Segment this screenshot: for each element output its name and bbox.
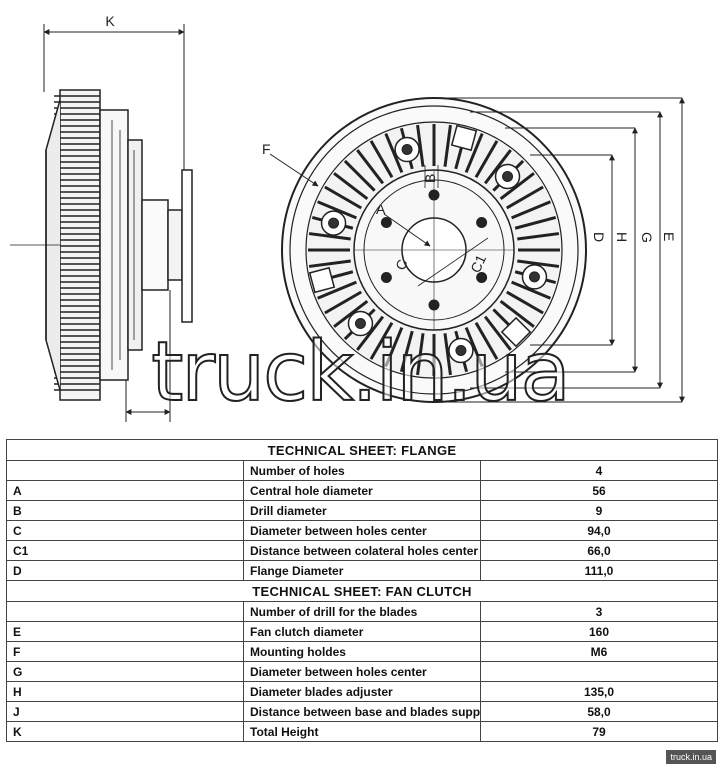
cell-code: C [6, 520, 244, 541]
cell-code: C1 [6, 540, 244, 561]
cell-value: 58,0 [480, 701, 718, 722]
cell-value: 4 [480, 460, 718, 481]
cell-code: A [6, 480, 244, 501]
cell-value: 56 [480, 480, 718, 501]
section-header-fan-clutch: TECHNICAL SHEET: FAN CLUTCH [6, 580, 718, 602]
cell-value: M6 [480, 641, 718, 662]
side-fins [54, 95, 100, 391]
cell-description: Drill diameter [243, 500, 481, 521]
dim-label-c1: C1 [467, 252, 489, 275]
dim-label-b: B [422, 174, 438, 183]
side-view [10, 24, 193, 422]
cell-value: 94,0 [480, 520, 718, 541]
cell-value [480, 661, 718, 682]
cell-description: Flange Diameter [243, 560, 481, 581]
cell-description: Diameter blades adjuster [243, 681, 481, 702]
section-title: TECHNICAL SHEET: FLANGE [6, 439, 718, 461]
cell-description: Diameter between holes center [243, 661, 481, 682]
cell-code: D [6, 560, 244, 581]
dim-label-f: F [262, 141, 271, 157]
dim-label-h: H [614, 232, 630, 242]
cell-description: Central hole diameter [243, 480, 481, 501]
mounting-lugs [308, 124, 548, 364]
cell-description: Mounting holdes [243, 641, 481, 662]
cell-code: K [6, 721, 244, 742]
cell-description: Diameter between holes center [243, 520, 481, 541]
cell-code: B [6, 500, 244, 521]
dim-label-g: G [639, 232, 655, 243]
cell-description: Fan clutch diameter [243, 621, 481, 642]
cell-value: 3 [480, 601, 718, 622]
dim-label-e: E [661, 232, 677, 241]
cell-code: H [6, 681, 244, 702]
section-title: TECHNICAL SHEET: FAN CLUTCH [6, 580, 718, 602]
front-view [269, 97, 685, 403]
site-credit: truck.in.ua [666, 750, 716, 764]
section-header-flange: TECHNICAL SHEET: FLANGE [6, 439, 718, 461]
cell-value: 9 [480, 500, 718, 521]
technical-drawing: K [10, 13, 685, 422]
cell-value: 66,0 [480, 540, 718, 561]
dim-label-k: K [105, 13, 115, 29]
cell-value: 79 [480, 721, 718, 742]
dim-label-d: D [591, 232, 607, 242]
cell-code: J [6, 701, 244, 722]
cell-value: 135,0 [480, 681, 718, 702]
cell-code [6, 460, 244, 481]
cell-description: Distance between colateral holes center [243, 540, 481, 561]
cell-description: Total Height [243, 721, 481, 742]
cell-value: 111,0 [480, 560, 718, 581]
cell-code: F [6, 641, 244, 662]
cell-description: Distance between base and blades support [243, 701, 481, 722]
cell-code: G [6, 661, 244, 682]
cell-value: 160 [480, 621, 718, 642]
dim-label-a: A [376, 201, 386, 217]
cell-code: E [6, 621, 244, 642]
radial-fins [308, 124, 560, 376]
cell-description: Number of drill for the blades [243, 601, 481, 622]
cell-description: Number of holes [243, 460, 481, 481]
cell-code [6, 601, 244, 622]
